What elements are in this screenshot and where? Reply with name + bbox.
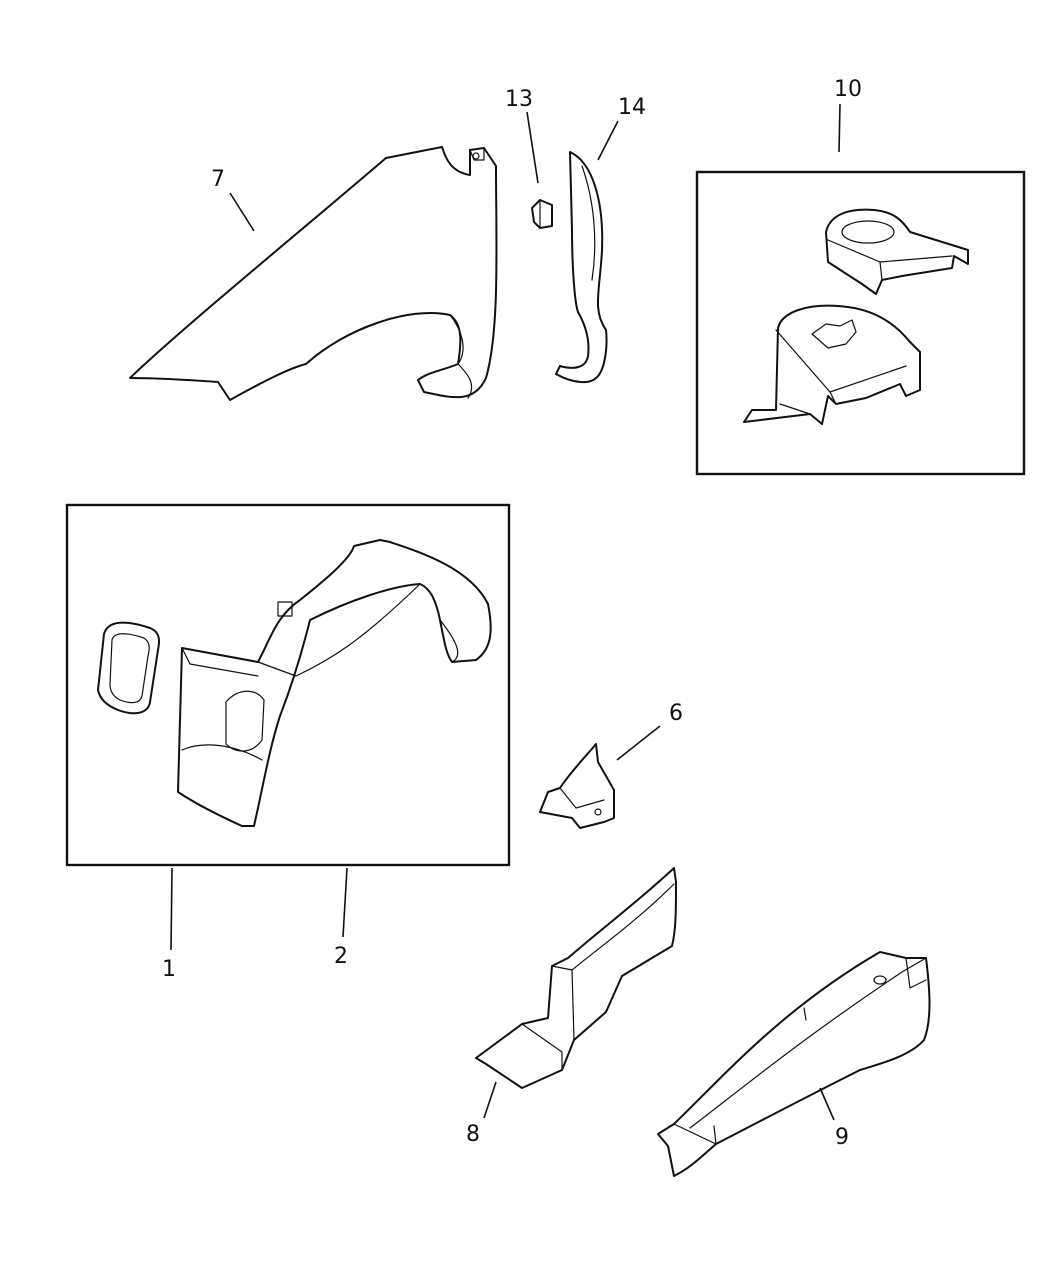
gusset-part-6[interactable] xyxy=(539,743,615,829)
rail-extension-part-8[interactable] xyxy=(475,867,677,1089)
leader-7 xyxy=(229,192,255,232)
leader-1 xyxy=(170,867,173,951)
grommet-part[interactable] xyxy=(97,621,160,715)
leader-6 xyxy=(616,725,661,761)
frame-rail-part-9[interactable] xyxy=(657,951,931,1177)
frame-part-10 xyxy=(695,170,1026,476)
leader-8 xyxy=(483,1081,497,1119)
front-fender-part-7[interactable] xyxy=(129,146,498,401)
leader-9 xyxy=(819,1087,835,1121)
callout-9: 9 xyxy=(835,1125,849,1150)
callout-6: 6 xyxy=(669,701,683,726)
callout-13: 13 xyxy=(505,87,533,112)
callout-14: 14 xyxy=(618,95,646,120)
leader-13 xyxy=(526,111,539,184)
leader-14 xyxy=(597,120,619,161)
strut-tower-lower-part-10[interactable] xyxy=(743,304,921,425)
wheelhouse-part[interactable] xyxy=(177,539,492,827)
callout-8: 8 xyxy=(466,1122,480,1147)
strut-tower-upper-part-10[interactable] xyxy=(825,208,969,295)
bracket-part-13[interactable] xyxy=(531,199,553,229)
callout-7: 7 xyxy=(211,167,225,192)
callout-10: 10 xyxy=(834,77,862,102)
seal-strip-part-14[interactable] xyxy=(555,151,608,384)
leader-2 xyxy=(342,867,348,938)
callout-2: 2 xyxy=(334,944,348,969)
leader-10 xyxy=(838,103,841,153)
frame-parts-1-2 xyxy=(65,503,511,867)
callout-1: 1 xyxy=(162,957,176,982)
